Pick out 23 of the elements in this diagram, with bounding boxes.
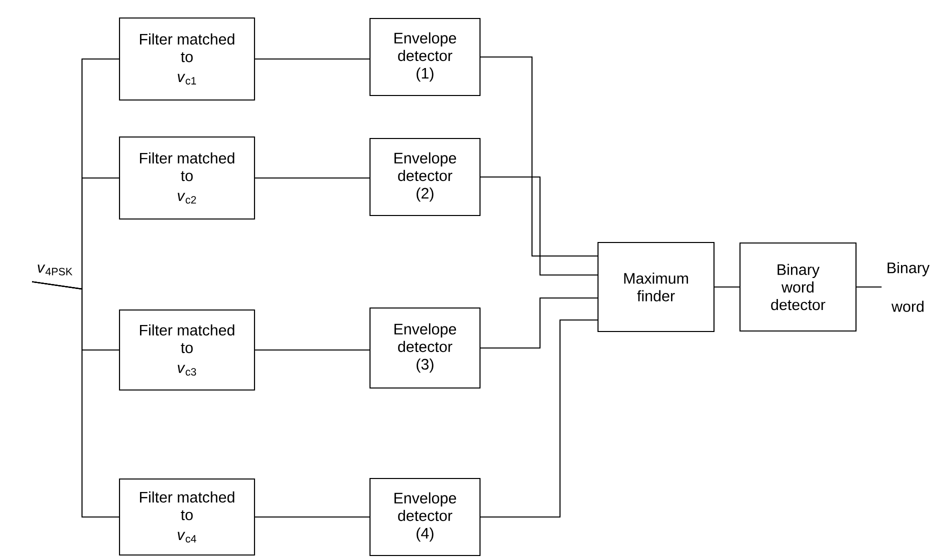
detector-box: Envelope detector (3) (369, 307, 481, 389)
filter-box: Filter matched to v$_{c3}$ (118, 309, 256, 391)
connector-line (32, 281, 119, 518)
detector-box: Envelope detector (1) (369, 18, 481, 96)
signal-label: v$_{4PSK}$ (38, 264, 72, 276)
detector-box: Envelope detector (2) (369, 138, 481, 216)
connector-line (480, 176, 598, 276)
connector-line (255, 58, 370, 60)
process-box: Binary word detector (739, 242, 857, 332)
connector-line (480, 297, 598, 349)
connector-line (255, 349, 370, 351)
connector-line (480, 56, 598, 257)
connector-line (714, 286, 740, 288)
connector-line (480, 319, 598, 518)
filter-box: Filter matched to v$_{c4}$ (118, 478, 256, 556)
connector-line (255, 177, 370, 179)
filter-box: Filter matched to v$_{c1}$ (118, 17, 256, 101)
connector-line (255, 516, 370, 518)
filter-box: Filter matched to v$_{c2}$ (118, 136, 256, 220)
detector-box: Envelope detector (4) (369, 478, 481, 556)
process-box: Maximum finder (597, 242, 715, 332)
connector-line (856, 286, 882, 288)
output-label: Binary word (888, 262, 930, 312)
